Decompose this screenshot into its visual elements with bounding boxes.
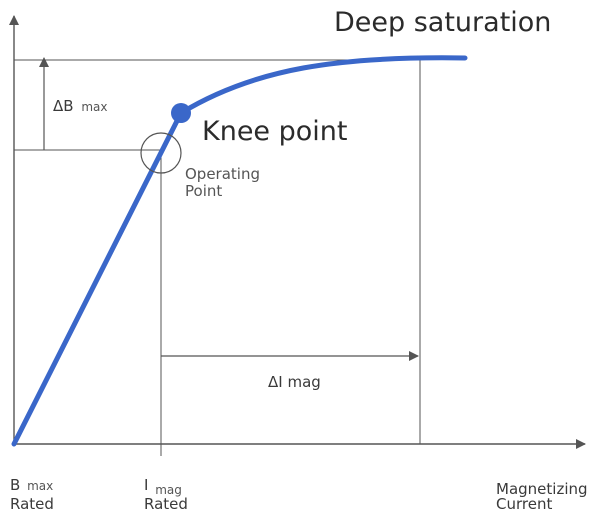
delta-b-symbol: ΔB [53,97,74,115]
imag-main: I [144,476,148,494]
operating-point-circle [140,132,182,174]
operating-point-label: Operating Point [185,165,265,200]
delta-b-max-label: ΔB max [53,97,108,115]
bmax-rated-line2: Rated [10,495,54,513]
bmax-main: B [10,476,20,494]
operating-point-line1: Operating [185,165,260,183]
x-axis-label: Magnetizing Current [496,480,592,513]
magnetization-curve [11,55,468,447]
x-axis-line1: Magnetizing [496,480,588,498]
imag-rated-label: I mag [144,476,182,497]
knee-point-label: Knee point [202,116,347,147]
bmax-subscript: max [27,479,53,493]
bmax-rated-label: B max [10,476,53,494]
x-axis-line2: Current [496,495,552,513]
delta-b-subscript: max [81,100,107,114]
imag-rated-line2: Rated [144,495,188,513]
deep-saturation-label: Deep saturation [334,7,551,38]
delta-i-mag-label: ΔI mag [268,373,321,391]
operating-point-line2: Point [185,182,222,200]
imag-subscript: mag [155,483,182,497]
knee-point-dot [171,103,191,123]
